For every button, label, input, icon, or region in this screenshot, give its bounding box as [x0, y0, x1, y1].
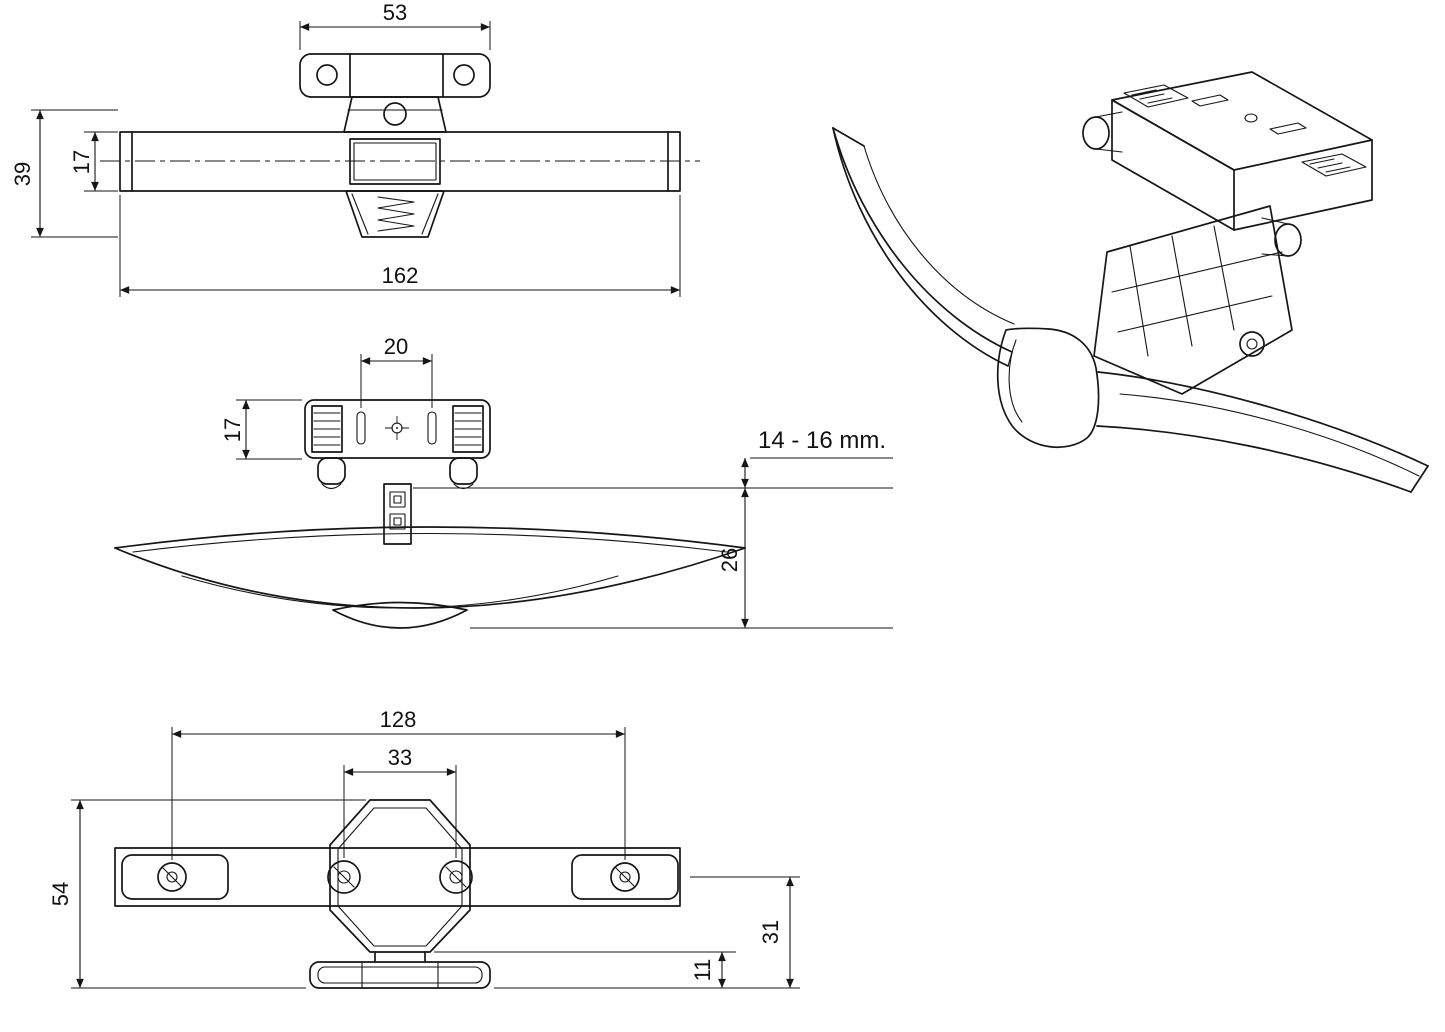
- dim-plate-width: 53: [299, 0, 491, 50]
- plan-handle: [114, 526, 746, 629]
- under-bar: [114, 847, 681, 907]
- dim-handle-depth: 26: [717, 488, 749, 628]
- dim-base-large-label: 31: [758, 920, 783, 944]
- dim-overall-height-label: 39: [10, 162, 35, 186]
- dim-base-large: 31: [690, 876, 800, 988]
- plan-plate: [304, 399, 491, 459]
- dim-overall-length: 162: [119, 195, 681, 297]
- dim-fixing-span-label: 128: [380, 707, 417, 732]
- under-center-mount: [327, 799, 473, 953]
- dim-panel-thickness-label: 14 - 16 mm.: [758, 427, 886, 454]
- dim-plate-height-label: 17: [220, 418, 245, 442]
- dim-overall-height: 39: [10, 109, 118, 238]
- dim-bar-height: 17: [69, 131, 118, 192]
- dim-base-small-label: 11: [690, 959, 715, 982]
- front-top-plate: [299, 53, 491, 98]
- plan-screw-posts: [317, 457, 478, 490]
- dim-handle-depth-label: 26: [717, 548, 742, 572]
- dim-plate-width-label: 53: [383, 0, 407, 25]
- front-spring-clamp: [345, 190, 445, 238]
- dim-slot-spacing-label: 20: [384, 334, 408, 359]
- dim-overall-width-label: 54: [48, 882, 73, 906]
- dim-base-small: 11: [434, 951, 800, 989]
- underside-view: 128 33 54 11 31: [48, 707, 800, 989]
- dim-slot-spacing: 20: [360, 334, 433, 408]
- dim-bar-height-label: 17: [69, 150, 94, 174]
- dim-screw-span-label: 33: [388, 745, 412, 770]
- front-bracket: [343, 96, 447, 133]
- plan-stem: [383, 483, 412, 545]
- dim-screw-span: 33: [343, 745, 457, 858]
- isometric-view: [832, 71, 1429, 493]
- dim-panel-thickness: 14 - 16 mm.: [413, 427, 893, 629]
- plan-view: 20 17 14 - 16 mm. 26: [114, 334, 893, 629]
- dim-plate-height: 17: [220, 399, 302, 460]
- dim-fixing-span: 128: [171, 707, 626, 860]
- dim-overall-width: 54: [48, 799, 366, 989]
- front-view: 53 39 17 162: [10, 0, 700, 297]
- dim-overall-length-label: 162: [382, 263, 419, 288]
- under-base: [309, 951, 491, 989]
